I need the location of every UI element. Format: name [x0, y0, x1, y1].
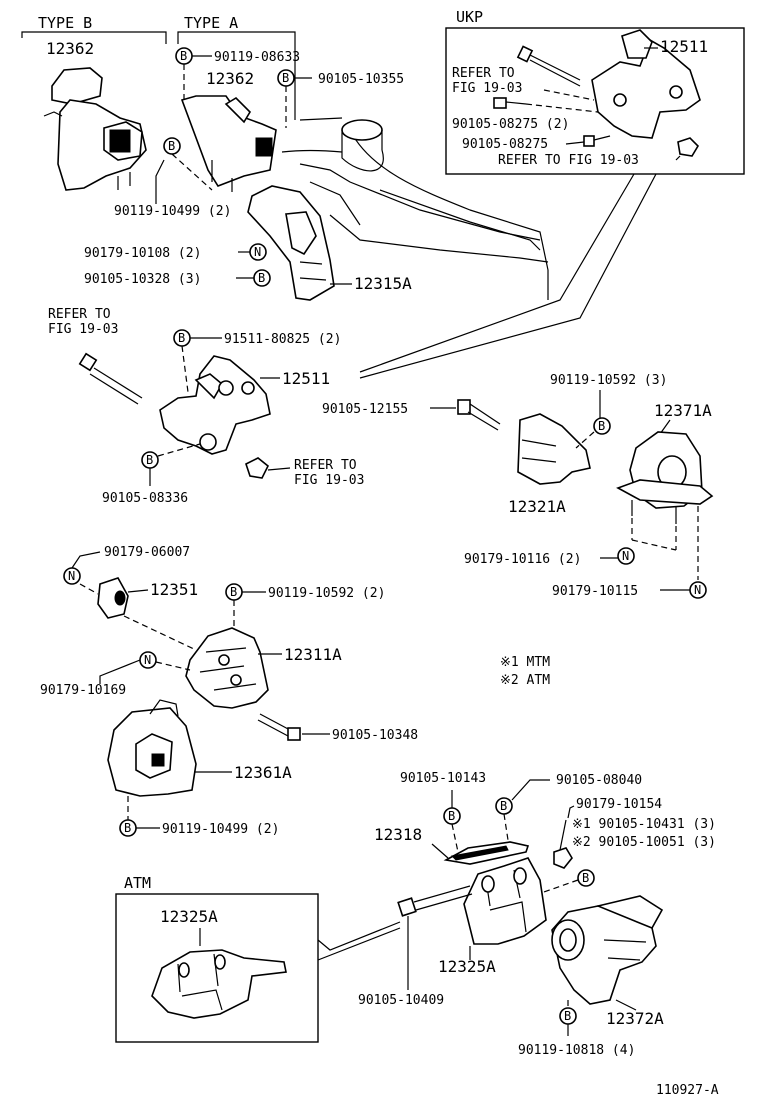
- label-90105-10348: 90105-10348: [332, 728, 418, 743]
- marker-b-text: B: [180, 49, 187, 63]
- atm-header: ATM: [124, 874, 151, 892]
- bracket-12318: 90105-10143 B B 90105-08040 12318: [374, 771, 642, 865]
- label-12351: 12351: [150, 580, 198, 599]
- label-12311a: 12311A: [284, 645, 342, 664]
- atm-inset: ATM 12325A: [115, 874, 401, 1043]
- engine-block-outline: [281, 117, 549, 300]
- mount-12362-type-a: 12362: [180, 69, 277, 192]
- nut-marker-n: [617, 547, 635, 565]
- label-90179-10115: 90179-10115: [552, 584, 638, 599]
- marker-n-text: N: [144, 653, 151, 667]
- marker-b-text: B: [448, 809, 455, 823]
- top-callouts: B 90119-08633 B 90105-10355 B 90119-1049…: [114, 47, 404, 219]
- label-12511: 12511: [282, 369, 330, 388]
- label-12362-type-a: 12362: [206, 69, 254, 88]
- label-90105-10051: ※2 90105-10051 (3): [572, 835, 716, 850]
- nut-90179-10154: 90179-10154 ※1 90105-10431 (3) ※2 90105-…: [543, 797, 716, 893]
- ukp-inset: UKP 12511 REFER TO FIG 19-03 90105-08275…: [445, 8, 745, 175]
- label-12371a: 12371A: [654, 401, 712, 420]
- mount-12372a: 12372A B 90119-10818 (4): [518, 895, 664, 1058]
- marker-b-text: B: [564, 1009, 571, 1023]
- mount-12511: REFER TO FIG 19-03 B 91511-80825 (2) 125…: [48, 307, 364, 506]
- marker-n-text: N: [254, 245, 261, 259]
- mount-12371a: 12371A N 90179-10116 (2) N 90179-10115: [464, 401, 714, 599]
- label-90105-08275: 90105-08275: [462, 137, 548, 152]
- label-90119-10592-2: 90119-10592 (2): [268, 586, 385, 601]
- label-90105-10431: ※1 90105-10431 (3): [572, 817, 716, 832]
- marker-n-text: N: [694, 583, 701, 597]
- notes: ※1 MTM ※2 ATM: [500, 655, 550, 688]
- label-fig-19-03-ukp: FIG 19-03: [452, 81, 522, 96]
- label-90105-08336: 90105-08336: [102, 491, 188, 506]
- label-12321a: 12321A: [508, 497, 566, 516]
- label-90119-10818: 90119-10818 (4): [518, 1043, 635, 1058]
- label-fig-19-03-mid: FIG 19-03: [294, 473, 364, 488]
- label-12361a: 12361A: [234, 763, 292, 782]
- type-b-header: TYPE B: [38, 14, 92, 32]
- label-90119-10499-lower: 90119-10499 (2): [162, 822, 279, 837]
- label-90105-10143: 90105-10143: [400, 771, 486, 786]
- bracket-12311a: B 90119-10592 (2) 12311A N 90179-10169 9…: [40, 583, 418, 743]
- bolt-marker-b: [593, 417, 611, 435]
- label-refer-to-ukp: REFER TO: [452, 66, 515, 81]
- marker-b-text: B: [178, 331, 185, 345]
- marker-b-text: B: [168, 139, 175, 153]
- label-90119-10499: 90119-10499 (2): [114, 204, 231, 219]
- label-12511-ukp: 12511: [660, 37, 708, 56]
- type-a-header: TYPE A: [184, 14, 238, 32]
- bracket-12315a: N 90179-10108 (2) B 90105-10328 (3) 1231…: [84, 185, 412, 301]
- marker-b-text: B: [598, 419, 605, 433]
- label-90179-10108: 90179-10108 (2): [84, 246, 201, 261]
- label-12318: 12318: [374, 825, 422, 844]
- type-headers: TYPE B TYPE A: [21, 14, 296, 120]
- marker-n-text: N: [622, 549, 629, 563]
- label-refer-to-left: REFER TO: [48, 307, 111, 322]
- marker-b-text: B: [146, 453, 153, 467]
- label-90105-08040: 90105-08040: [556, 773, 642, 788]
- label-90105-10409: 90105-10409: [358, 993, 444, 1008]
- marker-b-text: B: [282, 71, 289, 85]
- label-90179-10116: 90179-10116 (2): [464, 552, 581, 567]
- figure-id: 110927-A: [656, 1083, 719, 1098]
- label-90179-10169: 90179-10169: [40, 683, 126, 698]
- note-atm: ※2 ATM: [500, 673, 550, 688]
- ukp-header: UKP: [456, 8, 483, 26]
- label-90105-08275-2: 90105-08275 (2): [452, 117, 569, 132]
- label-12325a-atm: 12325A: [160, 907, 218, 926]
- label-refer-to-fig-19-03: REFER TO FIG 19-03: [498, 153, 639, 168]
- marker-b-text: B: [230, 585, 237, 599]
- label-90105-12155: 90105-12155: [322, 402, 408, 417]
- bracket-12325a: 12325A 90105-10409: [358, 857, 547, 1008]
- ukp-leader: [359, 173, 657, 379]
- label-90119-08633: 90119-08633: [214, 50, 300, 65]
- bracket-12321a: 90105-12155 90119-10592 (3) B 12321A: [322, 373, 667, 516]
- label-fig-19-03-left: FIG 19-03: [48, 322, 118, 337]
- label-91511-80825: 91511-80825 (2): [224, 332, 341, 347]
- insulator-12351: N 90179-06007 12351: [63, 545, 198, 651]
- mount-12361a: 12361A B 90119-10499 (2): [107, 699, 292, 837]
- mount-12362-type-b: 12362: [43, 39, 147, 191]
- label-90179-10154: 90179-10154: [576, 797, 662, 812]
- label-90119-10592-3: 90119-10592 (3): [550, 373, 667, 388]
- label-12372a: 12372A: [606, 1009, 664, 1028]
- note-mtm: ※1 MTM: [500, 655, 550, 670]
- label-12362-type-b: 12362: [46, 39, 94, 58]
- marker-b-text: B: [258, 271, 265, 285]
- bolt-marker-b: [577, 869, 595, 887]
- label-12315a: 12315A: [354, 274, 412, 293]
- marker-b-text: B: [500, 799, 507, 813]
- label-refer-to-mid: REFER TO: [294, 458, 357, 473]
- label-90105-10328: 90105-10328 (3): [84, 272, 201, 287]
- marker-b-text: B: [124, 821, 131, 835]
- label-90179-06007: 90179-06007: [104, 545, 190, 560]
- marker-n-text: N: [68, 569, 75, 583]
- label-12325a: 12325A: [438, 957, 496, 976]
- label-90105-10355: 90105-10355: [318, 72, 404, 87]
- marker-b-text: B: [582, 871, 589, 885]
